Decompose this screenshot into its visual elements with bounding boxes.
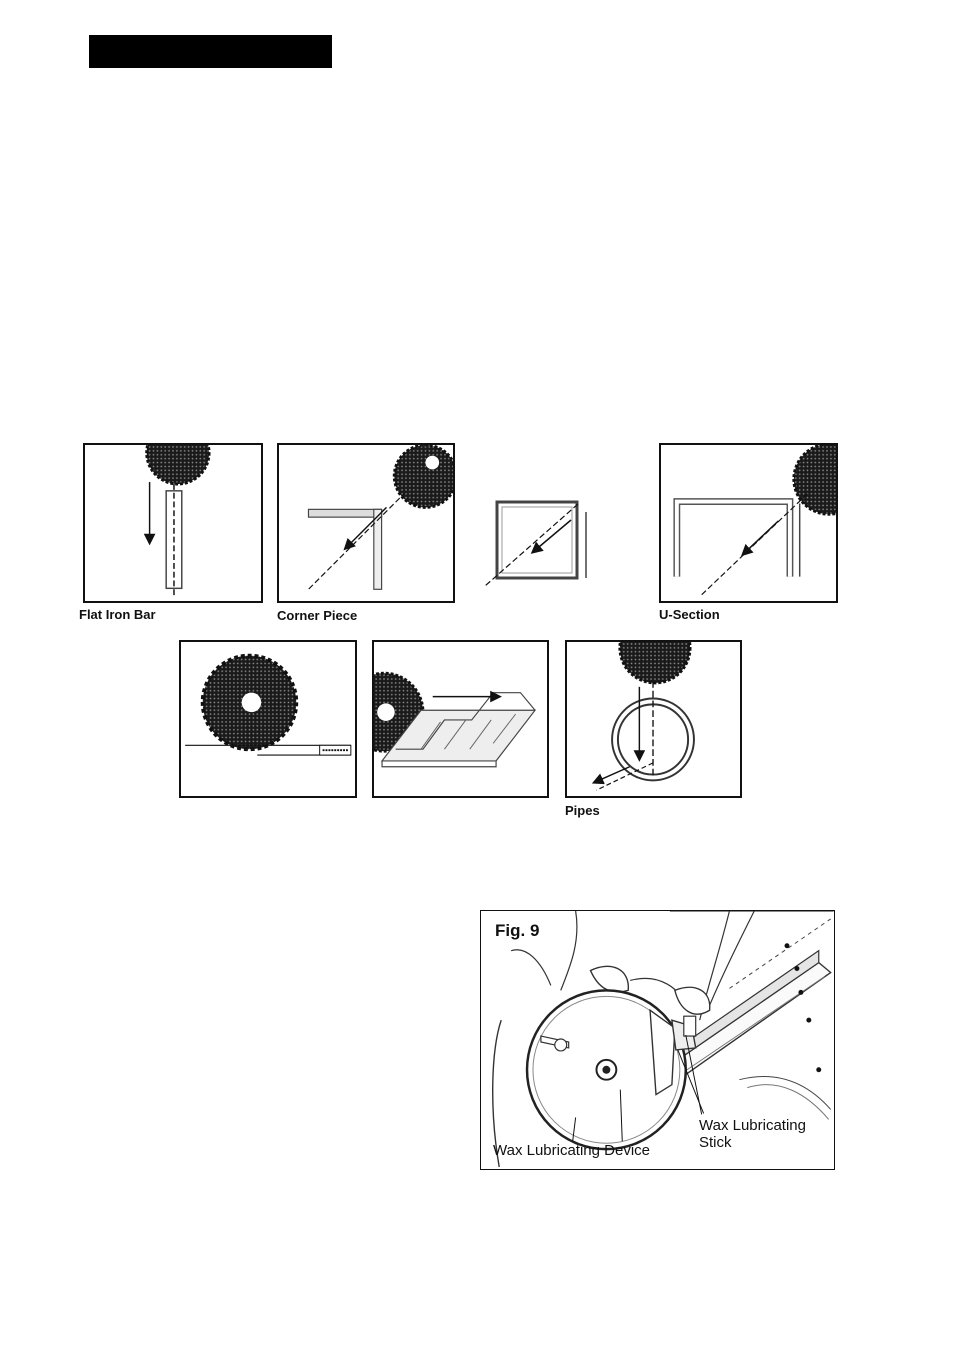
saw-blade-icon — [203, 656, 297, 750]
cut-direction-arrow-icon — [533, 520, 571, 552]
saw-blade-icon — [620, 642, 690, 683]
cut-direction-arrow-icon — [595, 767, 630, 783]
section-header-bar — [89, 35, 332, 68]
pipes-panel — [565, 640, 742, 798]
square-tube-diagram — [483, 498, 595, 590]
corner-piece-caption: Corner Piece — [277, 608, 357, 623]
figure-9-panel: Fig. 9 Wax Lubricating Device Wax Lubric… — [480, 910, 835, 1170]
saw-blade-icon — [147, 445, 209, 484]
flat-iron-bar-panel — [83, 443, 263, 603]
u-section-caption: U-Section — [659, 607, 720, 622]
corrugated-sheet-panel — [372, 640, 549, 798]
blade-depth-panel — [179, 640, 357, 798]
flat-iron-bar-caption: Flat Iron Bar — [79, 607, 156, 622]
pipes-caption: Pipes — [565, 803, 600, 818]
cut-direction-arrow-icon — [743, 521, 778, 554]
wax-lubricating-device-label: Wax Lubricating Device — [493, 1142, 650, 1159]
wax-lubricating-stick-label: Wax Lubricating Stick — [699, 1117, 806, 1151]
u-section-panel — [659, 443, 838, 603]
saw-blade-icon — [394, 445, 453, 507]
figure-label: Fig. 9 — [495, 921, 539, 941]
corner-piece-panel — [277, 443, 455, 603]
